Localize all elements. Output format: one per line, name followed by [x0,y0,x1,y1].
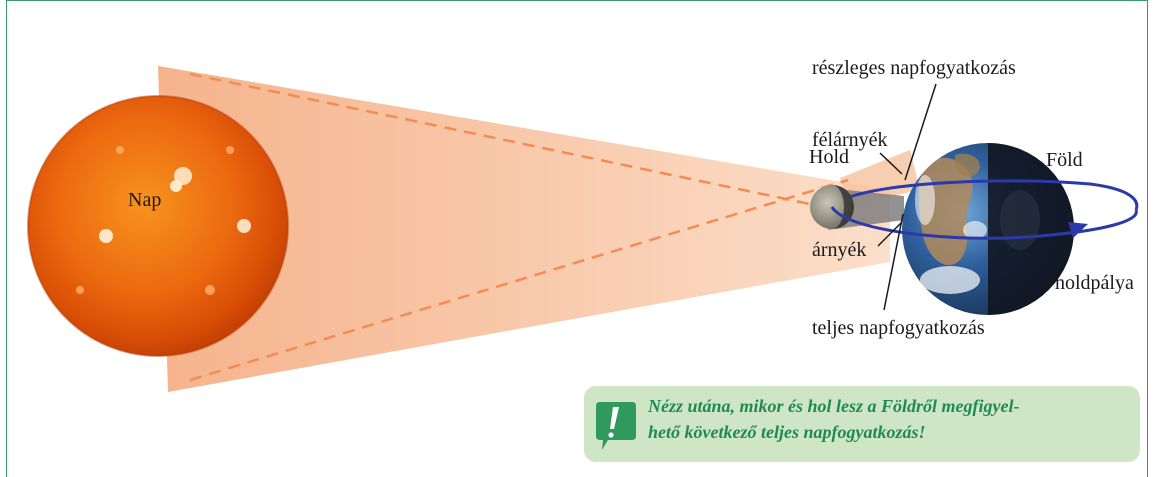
sun-label: Nap [128,189,161,211]
tip-line-1: Nézz utána, mikor és hol lesz a Földről … [648,393,1128,419]
tip-box: Nézz utána, mikor és hol lesz a Földről … [584,386,1140,462]
tip-text: Nézz utána, mikor és hol lesz a Földről … [648,393,1128,445]
exclamation-icon [594,396,638,454]
umbra-label: árnyék [812,239,866,261]
total-eclipse-label: teljes napfogyatkozás [812,317,985,339]
penumbra-label: félárnyék [812,129,888,151]
sun [28,96,288,356]
earth-label: Föld [1046,149,1083,171]
lunar-orbit-label: holdpálya [1055,272,1134,294]
tip-line-2: hető következő teljes napfogyatkozás! [648,419,1128,445]
partial-eclipse-label: részleges napfogyatkozás [812,57,1016,79]
